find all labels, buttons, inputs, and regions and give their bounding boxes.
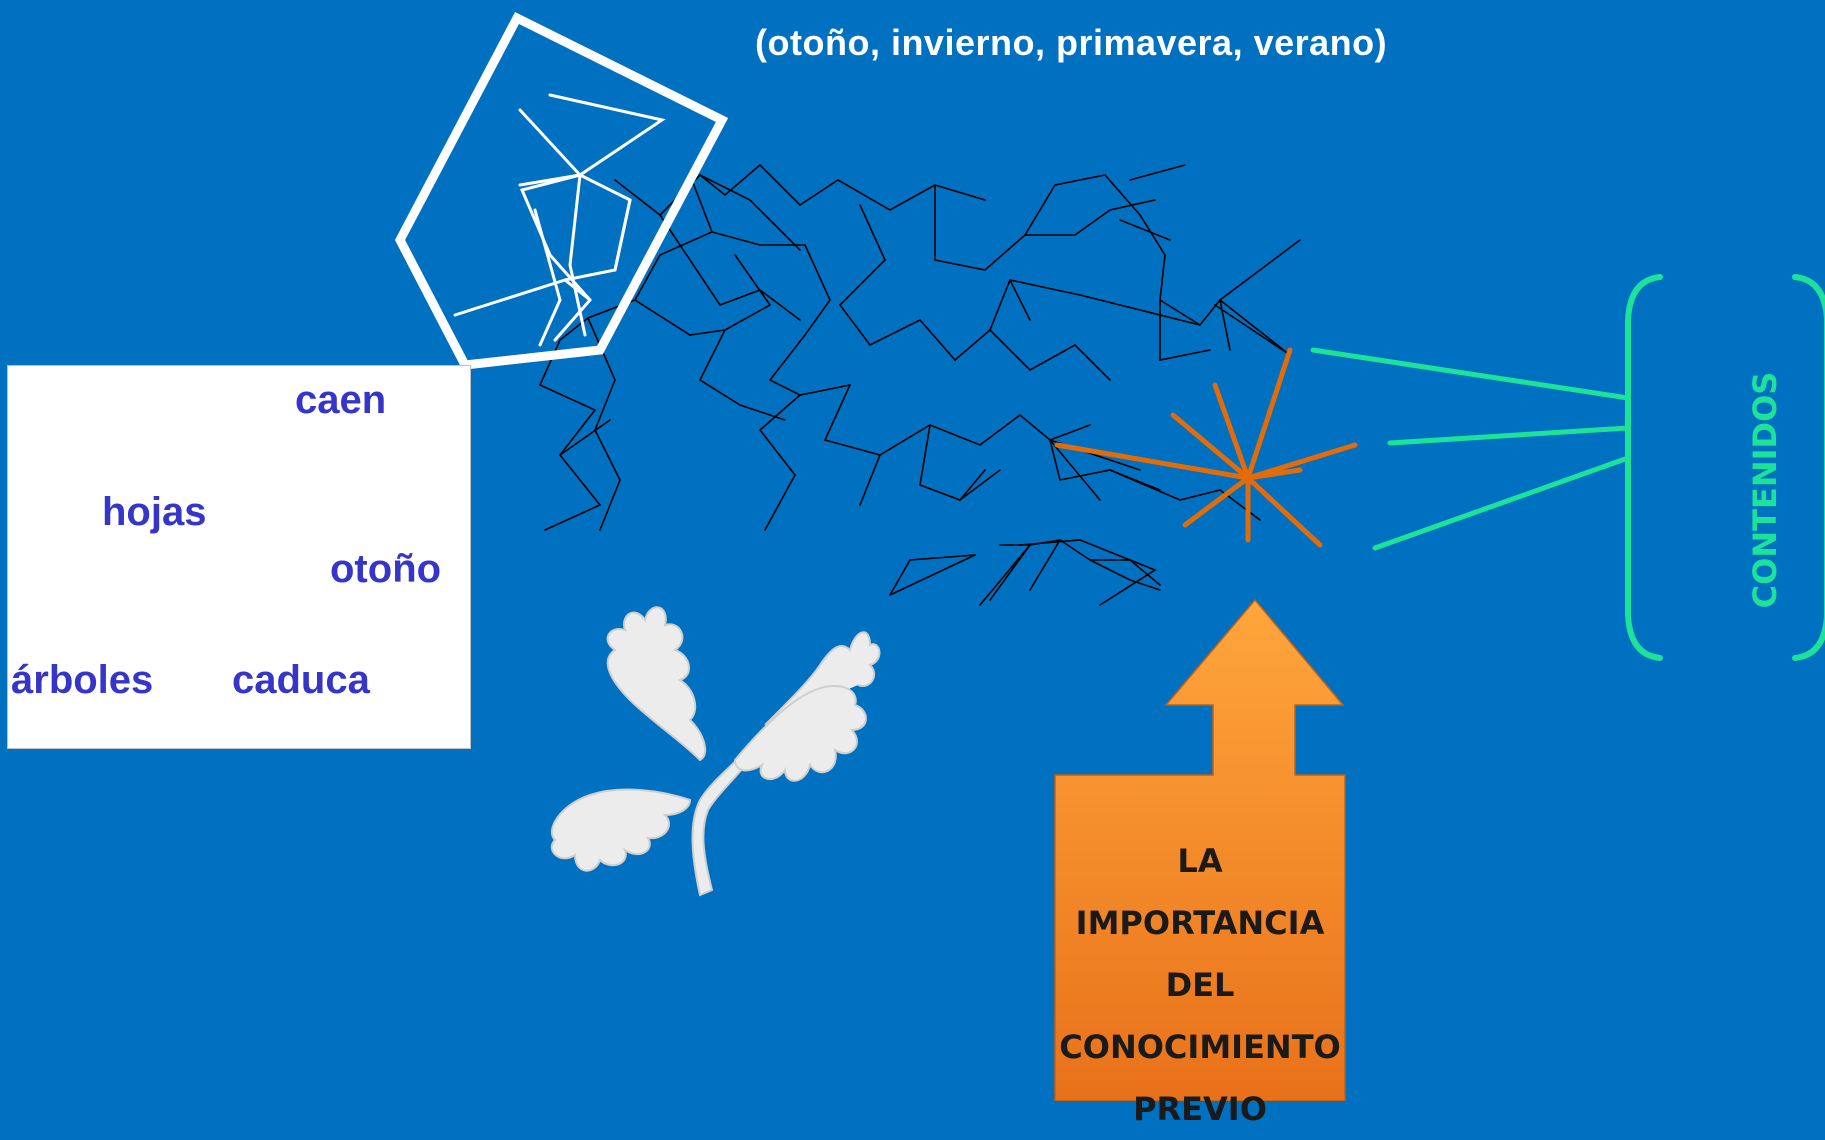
arrow-label-line4: PREVIO xyxy=(1133,1090,1267,1128)
arrow-label-line3: CONOCIMIENTO xyxy=(1059,1028,1341,1066)
arrow-label: LA IMPORTANCIA DEL CONOCIMIENTO PREVIO xyxy=(1055,830,1345,1140)
diagram-canvas xyxy=(112,12,1825,1101)
contenidos-bracket xyxy=(1625,274,1825,661)
concept-word-caduca: caduca xyxy=(232,658,370,702)
concept-word-caen: caen xyxy=(295,378,387,422)
oak-leaf-icon xyxy=(550,606,881,897)
concept-word-arboles: árboles xyxy=(11,658,154,702)
slide: (otoño, invierno, primavera, verano) cae… xyxy=(7,12,1825,1128)
arrow-label-line1: LA IMPORTANCIA xyxy=(1075,842,1325,942)
white-network xyxy=(453,93,666,347)
concept-word-otono: otoño xyxy=(330,547,442,591)
arrow-label-line2: DEL xyxy=(1165,966,1235,1004)
green-connectors xyxy=(1310,347,1631,551)
contenidos-label: CONTENIDOS xyxy=(1746,371,1784,609)
knowledge-network xyxy=(539,119,1301,606)
concept-map-box xyxy=(7,365,471,749)
orange-star xyxy=(1054,347,1358,548)
up-arrow xyxy=(1054,598,1346,1101)
seasons-title: (otoño, invierno, primavera, verano) xyxy=(755,22,1388,63)
highlight-pentagon xyxy=(394,12,729,370)
concept-word-hojas: hojas xyxy=(102,490,207,534)
